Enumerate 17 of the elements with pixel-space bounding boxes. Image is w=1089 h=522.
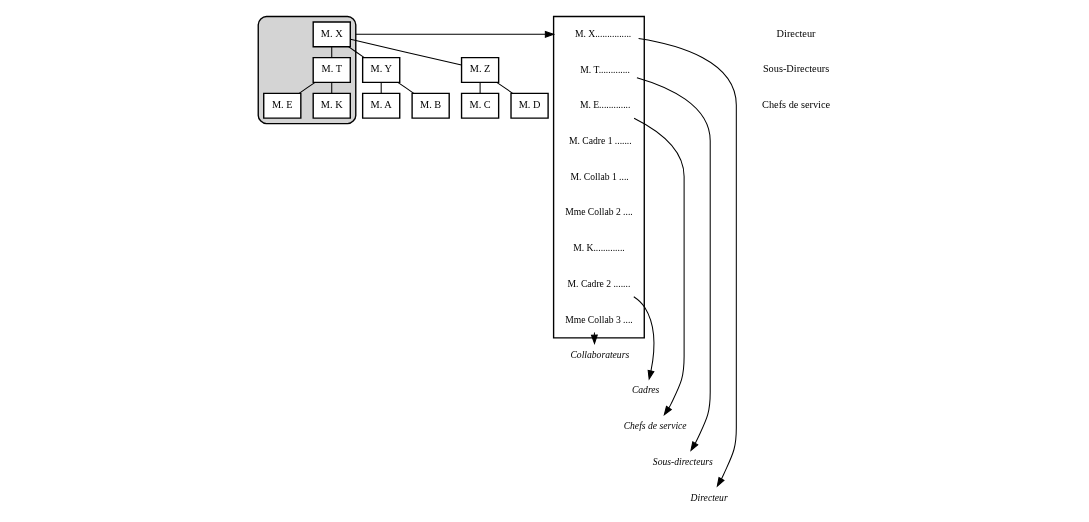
node-text: Chefs de service (623, 420, 687, 432)
node-text: M. K............. (573, 242, 625, 254)
label: Chefs de service (762, 99, 831, 111)
label: Sous-Directeurs (762, 63, 830, 75)
node-text: M. X............... (574, 27, 632, 39)
node-text: Sous-directeurs (652, 455, 713, 467)
node-text: Directeur (690, 491, 728, 503)
node-text: Cadres (631, 384, 660, 396)
node-text: M. Collab 1 .... (570, 170, 629, 182)
node-text: M. Cadre 1 ....... (568, 135, 632, 147)
node-text: M. Cadre 2 ....... (567, 277, 631, 289)
node-text: Collaborateurs (570, 348, 630, 360)
node-text: M. E............. (579, 99, 631, 111)
node-text: Mme Collab 2 .... (565, 206, 633, 218)
node-text: Mme Collab 3 .... (565, 313, 633, 325)
label: Directeur (776, 27, 816, 39)
node-text: M. T............. (580, 63, 630, 75)
